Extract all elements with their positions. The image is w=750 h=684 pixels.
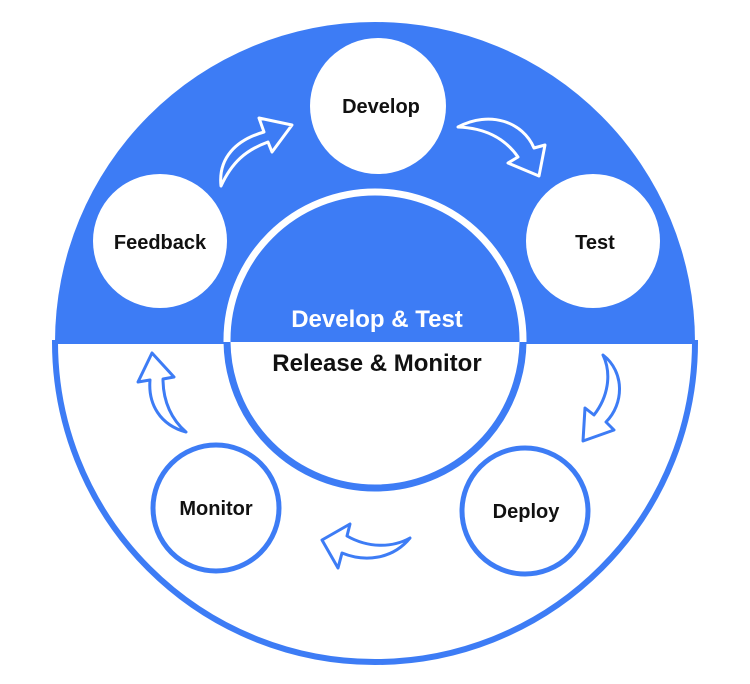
stage-deploy: Deploy — [459, 445, 591, 577]
stage-test-circle — [526, 174, 660, 308]
center-bottom-label: Release & Monitor — [272, 350, 481, 377]
stage-deploy-label: Deploy — [493, 501, 561, 523]
stage-feedback-label: Feedback — [114, 232, 207, 254]
stage-feedback-circle — [93, 174, 227, 308]
arrow-develop-to-test-icon — [456, 117, 547, 178]
arrow-test-to-deploy-icon — [581, 353, 621, 443]
stage-develop-circle — [310, 38, 446, 174]
center-circle-bottom — [223, 342, 527, 492]
stage-test: Test — [526, 174, 660, 308]
stage-feedback: Feedback — [93, 174, 227, 308]
center-top-label: Develop & Test — [291, 306, 463, 333]
outer-circle-bottom-fill — [52, 342, 698, 665]
stage-test-label: Test — [575, 232, 615, 254]
stage-monitor: Monitor — [150, 442, 282, 574]
arrow-deploy-to-monitor-icon — [320, 522, 412, 570]
stage-monitor-label: Monitor — [179, 498, 253, 520]
arrow-feedback-to-develop-icon — [219, 116, 294, 188]
stage-deploy-circle — [459, 445, 591, 577]
stage-develop-label: Develop — [342, 96, 420, 118]
arrow-monitor-to-feedback-icon — [136, 351, 188, 434]
center-circle: Develop & Test Release & Monitor — [223, 188, 527, 492]
stage-monitor-circle — [150, 442, 282, 574]
center-circle-top — [223, 188, 527, 342]
stage-develop: Develop — [310, 38, 446, 174]
